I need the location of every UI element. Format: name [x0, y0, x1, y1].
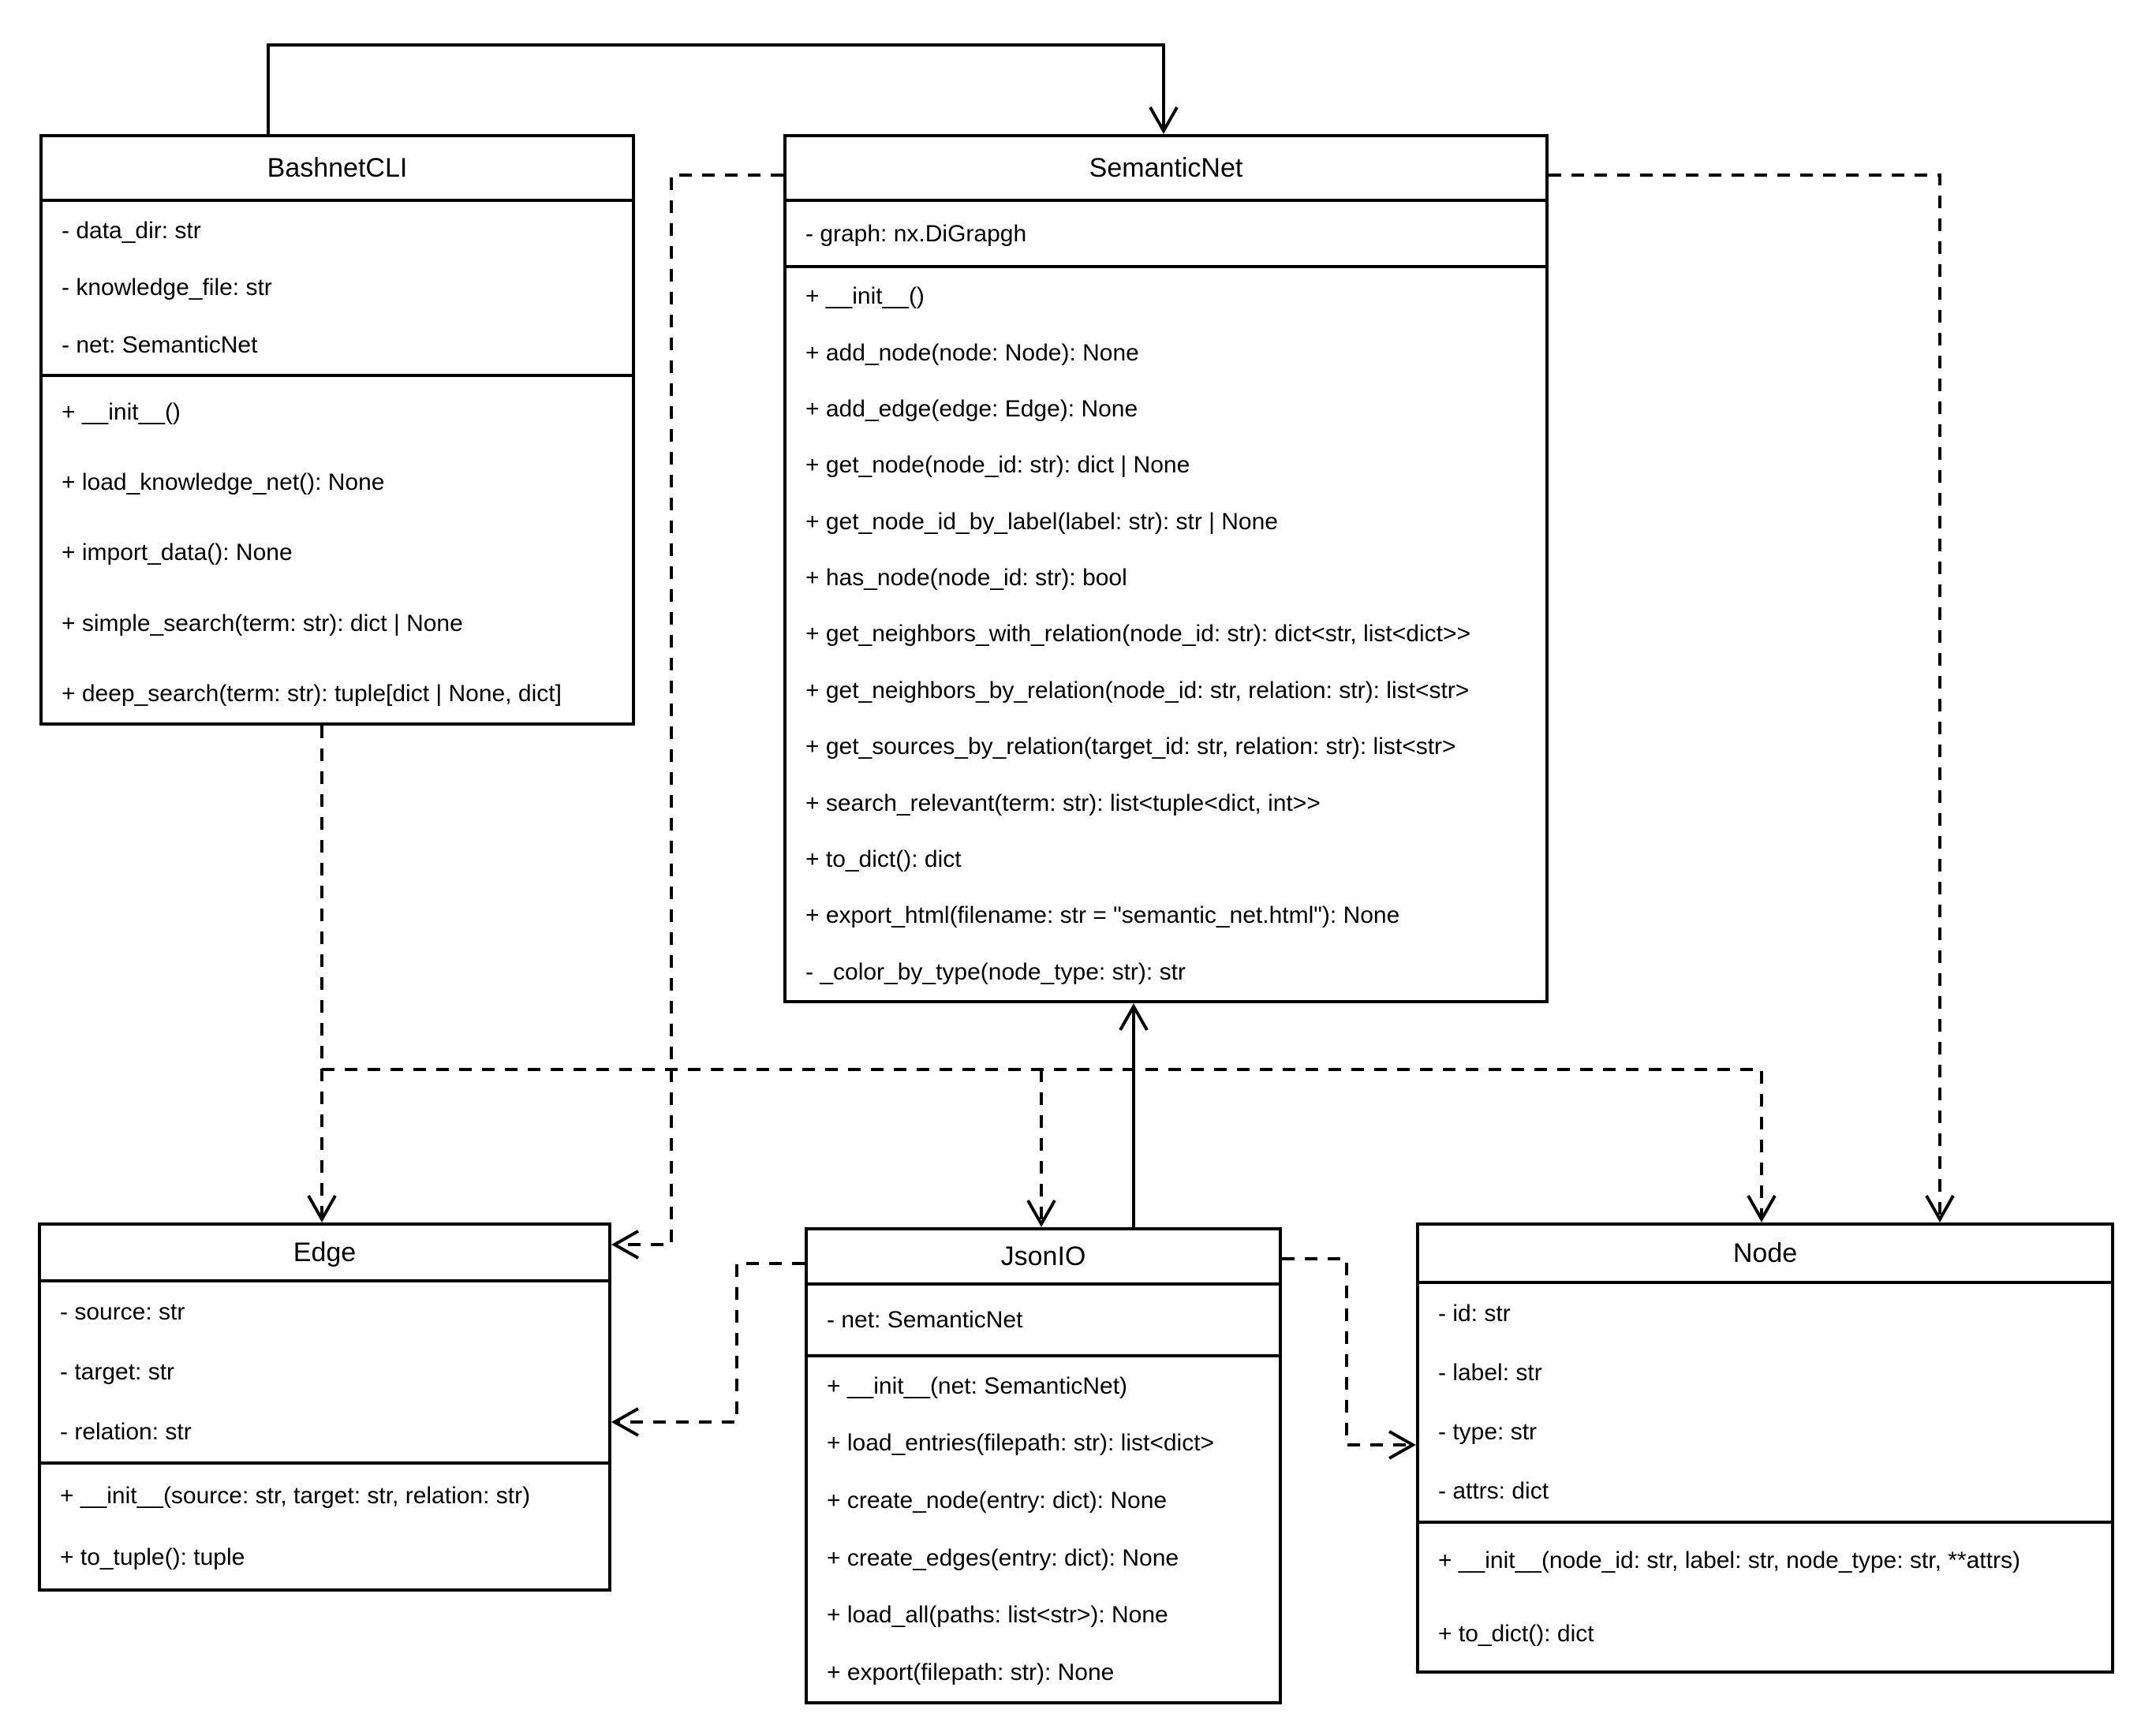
- method-row: + simple_search(term: str): dict | None: [62, 610, 463, 636]
- method-row: + create_edges(entry: dict): None: [827, 1544, 1179, 1571]
- method-row: + get_node_id_by_label(label: str): str …: [805, 508, 1278, 535]
- class-box-edge: Edge - source: str - target: str - relatio…: [38, 1222, 611, 1592]
- class-methods-node: + __init__(node_id: str, label: str, nod…: [1419, 1521, 2111, 1670]
- method-row: + load_entries(filepath: str): list<dict…: [827, 1430, 1215, 1457]
- attribute-row: - relation: str: [60, 1418, 192, 1445]
- method-row: + search_relevant(term: str): list<tuple…: [805, 789, 1321, 816]
- attribute-row: - knowledge_file: str: [62, 274, 272, 301]
- method-row: + has_node(node_id: str): bool: [805, 565, 1127, 592]
- class-attributes-semanticnet: - graph: nx.DiGrapgh: [787, 202, 1545, 265]
- class-title-bashnetcli: BashnetCLI: [43, 137, 632, 202]
- method-row: - _color_by_type(node_type: str): str: [805, 958, 1186, 985]
- method-row: + get_sources_by_relation(target_id: str…: [805, 733, 1456, 760]
- class-box-bashnetcli: BashnetCLI - data_dir: str - knowledge_fi…: [39, 134, 635, 726]
- class-methods-jsonio: + __init__(net: SemanticNet) + load_entri…: [808, 1354, 1279, 1701]
- relation-jsonio-node: [1282, 1257, 1417, 1460]
- method-row: + __init__(node_id: str, label: str, nod…: [1438, 1547, 2020, 1573]
- relation-bashnetcli-semanticnet: [267, 43, 1179, 135]
- relation-bashnetcli-node: [322, 1068, 1777, 1223]
- method-row: + export_html(filename: str = "semantic_…: [805, 902, 1400, 929]
- class-title-node: Node: [1419, 1226, 2111, 1284]
- method-row: + __init__(source: str, target: str, rel…: [60, 1482, 531, 1509]
- method-row: + load_all(paths: list<str>): None: [827, 1602, 1168, 1629]
- attribute-row: - graph: nx.DiGrapgh: [805, 220, 1027, 247]
- class-box-node: Node - id: str - label: str - type: str - a…: [1416, 1222, 2114, 1674]
- attribute-row: - net: SemanticNet: [827, 1307, 1023, 1333]
- method-row: + create_node(entry: dict): None: [827, 1487, 1168, 1514]
- relation-semanticnet-edge: [611, 174, 783, 1260]
- attribute-row: - target: str: [60, 1358, 175, 1385]
- class-methods-semanticnet: + __init__() + add_node(node: Node): None…: [787, 265, 1545, 1000]
- class-box-jsonio: JsonIO - net: SemanticNet + __init__(net…: [805, 1227, 1282, 1704]
- method-row: + export(filepath: str): None: [827, 1659, 1115, 1686]
- attribute-row: - id: str: [1438, 1301, 1511, 1327]
- method-row: + get_neighbors_by_relation(node_id: str…: [805, 677, 1470, 704]
- method-row: + load_knowledge_net(): None: [62, 469, 385, 496]
- class-title-semanticnet: SemanticNet: [787, 137, 1545, 202]
- class-box-semanticnet: SemanticNet - graph: nx.DiGrapgh + __ini…: [783, 134, 1549, 1003]
- method-row: + import_data(): None: [62, 539, 293, 566]
- method-row: + to_tuple(): tuple: [60, 1544, 245, 1571]
- attribute-row: - source: str: [60, 1299, 185, 1326]
- class-title-jsonio: JsonIO: [808, 1230, 1279, 1286]
- method-row: + add_edge(edge: Edge): None: [805, 395, 1138, 422]
- method-row: + to_dict(): dict: [805, 845, 962, 872]
- class-methods-bashnetcli: + __init__() + load_knowledge_net(): None…: [43, 374, 632, 729]
- class-title-edge: Edge: [41, 1226, 608, 1282]
- method-row: + __init__(): [62, 399, 181, 426]
- relation-jsonio-edge: [611, 1262, 805, 1437]
- class-attributes-bashnetcli: - data_dir: str - knowledge_file: str - ne…: [43, 202, 632, 374]
- attribute-row: - type: str: [1438, 1419, 1538, 1445]
- method-row: + deep_search(term: str): tuple[dict | N…: [62, 680, 562, 707]
- class-attributes-jsonio: - net: SemanticNet: [808, 1286, 1279, 1354]
- method-row: + get_neighbors_with_relation(node_id: s…: [805, 621, 1470, 648]
- class-attributes-node: - id: str - label: str - type: str - attrs:…: [1419, 1284, 2111, 1521]
- attribute-row: - data_dir: str: [62, 217, 201, 244]
- class-attributes-edge: - source: str - target: str - relation: st…: [41, 1282, 608, 1461]
- method-row: + __init__(): [805, 283, 925, 310]
- method-row: + __init__(net: SemanticNet): [827, 1372, 1128, 1399]
- attribute-row: - label: str: [1438, 1360, 1542, 1386]
- attribute-row: - attrs: dict: [1438, 1478, 1549, 1504]
- method-row: + to_dict(): dict: [1438, 1621, 1594, 1647]
- attribute-row: - net: SemanticNet: [62, 332, 258, 359]
- class-methods-edge: + __init__(source: str, target: str, rel…: [41, 1461, 608, 1588]
- method-row: + get_node(node_id: str): dict | None: [805, 452, 1190, 479]
- method-row: + add_node(node: Node): None: [805, 339, 1139, 366]
- relation-semanticnet-node: [1549, 174, 1955, 1223]
